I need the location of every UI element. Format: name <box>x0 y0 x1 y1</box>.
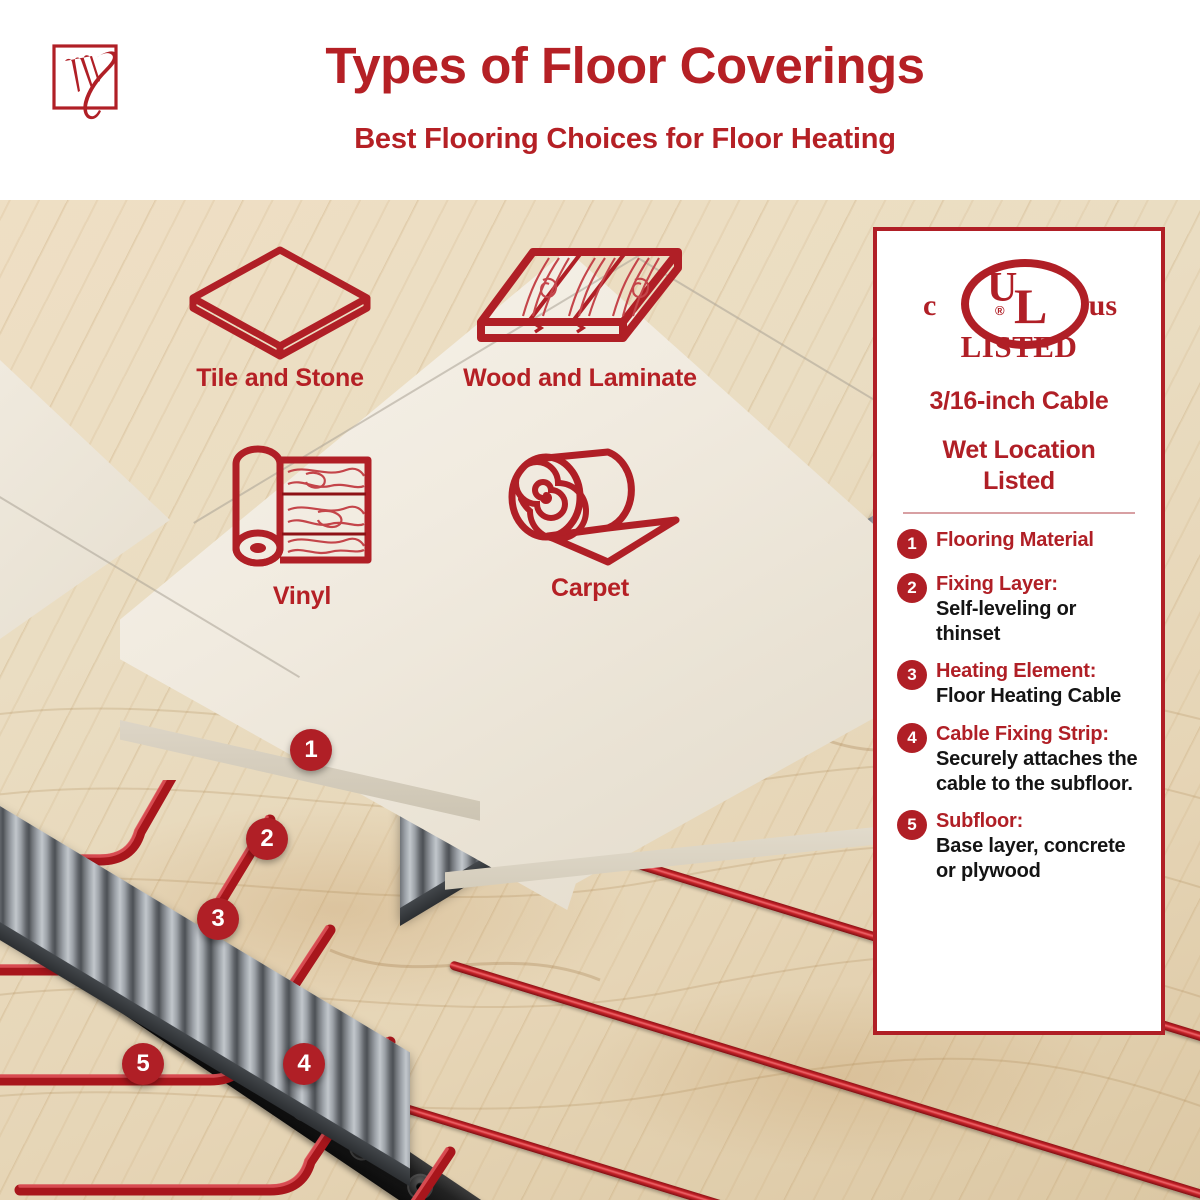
callout-badge-5[interactable]: 5 <box>122 1043 164 1085</box>
ul-listed-mark: c U L ® us LISTED <box>877 257 1161 375</box>
panel-heading-wet-location: Wet Location <box>942 436 1096 464</box>
flooring-type-label: Vinyl <box>272 582 332 610</box>
legend-heading: Cable Fixing Strip: <box>936 722 1109 745</box>
legend-heading: Flooring Material <box>936 529 1094 551</box>
legend-body: Securely attaches the cable to the subfl… <box>936 747 1138 795</box>
carpet-roll-icon <box>508 448 680 566</box>
legend-item-4[interactable]: 4 Cable Fixing Strip: Securely attaches … <box>897 722 1143 796</box>
legend-item-5[interactable]: 5 Subfloor: Base layer, concrete or plyw… <box>897 809 1143 883</box>
flooring-type-label: Wood and Laminate <box>463 364 697 392</box>
callout-badge-2[interactable]: 2 <box>246 818 288 860</box>
brand-logo <box>48 40 132 132</box>
flooring-type-tile-and-stone[interactable]: Tile and Stone <box>150 240 410 393</box>
legend-item-1[interactable]: 1 Flooring Material <box>897 528 1143 559</box>
flooring-types-group: Tile and Stone <box>150 240 790 660</box>
page-subtitle: Best Flooring Choices for Floor Heating <box>354 123 896 155</box>
panel-heading-listed: Listed <box>983 467 1055 495</box>
legend-heading: Subfloor: <box>936 810 1024 833</box>
legend-number: 1 <box>897 529 927 559</box>
flooring-type-label: Tile and Stone <box>196 364 364 392</box>
layer-legend-list: 1 Flooring Material 2 Fixing Layer: Self… <box>877 528 1161 884</box>
legend-number: 2 <box>897 573 927 603</box>
callout-badge-1[interactable]: 1 <box>290 729 332 771</box>
tile-slab-icon <box>189 246 371 360</box>
legend-body: Floor Heating Cable <box>936 685 1122 708</box>
legend-item-2[interactable]: 2 Fixing Layer: Self-leveling or thinset <box>897 572 1143 646</box>
flooring-type-label: Carpet <box>551 574 629 602</box>
ul-c-letter: c <box>923 289 937 322</box>
legend-number: 4 <box>897 722 927 753</box>
legend-number: 5 <box>897 810 927 841</box>
registered-mark-icon: ® <box>995 303 1005 318</box>
page-title: Types of Floor Coverings <box>325 37 925 94</box>
legend-heading: Fixing Layer: <box>936 573 1058 595</box>
legend-item-3[interactable]: 3 Heating Element: Floor Heating Cable <box>897 659 1143 709</box>
legend-number: 3 <box>897 660 927 691</box>
ul-u-letter: U <box>987 265 1018 311</box>
flooring-type-carpet[interactable]: Carpet <box>450 440 730 603</box>
ul-circle-icon <box>961 259 1089 349</box>
product-info-panel: c U L ® us LISTED 3/16-inch Cable Wet Lo… <box>873 227 1165 1035</box>
legend-body: Base layer, concrete or plywood <box>936 835 1126 882</box>
ul-l-letter: L <box>1014 278 1048 334</box>
ul-listed-text: LISTED <box>960 329 1078 364</box>
panel-heading-cable: 3/16-inch Cable <box>929 387 1109 415</box>
flooring-type-wood-and-laminate[interactable]: Wood and Laminate <box>430 240 730 393</box>
panel-divider <box>903 512 1135 514</box>
callout-badge-4[interactable]: 4 <box>283 1043 325 1085</box>
ul-us-letters: us <box>1088 289 1117 322</box>
wood-planks-icon <box>476 248 682 342</box>
header: Types of Floor Coverings Best Flooring C… <box>0 0 1200 200</box>
legend-heading: Heating Element: <box>936 660 1097 683</box>
callout-badge-3[interactable]: 3 <box>197 898 239 940</box>
flooring-type-vinyl[interactable]: Vinyl <box>172 438 432 611</box>
legend-body: Self-leveling or thinset <box>936 597 1077 645</box>
vinyl-roll-icon <box>232 445 372 567</box>
